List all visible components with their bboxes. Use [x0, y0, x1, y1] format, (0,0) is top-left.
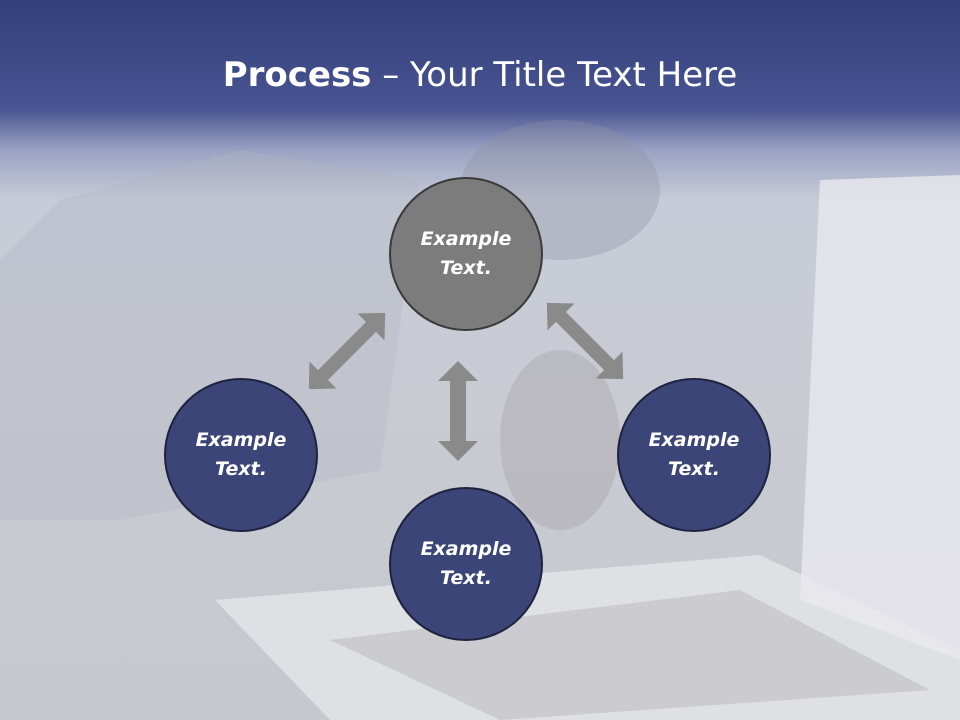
process-node-right: Example Text. [617, 378, 771, 532]
process-node-top: Example Text. [389, 177, 543, 331]
title-bold: Process [222, 55, 372, 95]
node-left-line1: Example [195, 429, 287, 451]
double-arrow-vertical [438, 361, 478, 461]
process-node-left: Example Text. [164, 378, 318, 532]
slide-title: Process – Your Title Text Here [0, 52, 960, 98]
node-right-line1: Example [648, 429, 740, 451]
node-right-line2: Text. [668, 458, 720, 480]
node-bottom-line1: Example [420, 538, 512, 560]
node-top-line2: Text. [440, 257, 492, 279]
double-arrow-right [546, 302, 624, 380]
node-top-line1: Example [420, 228, 512, 250]
process-node-bottom: Example Text. [389, 487, 543, 641]
node-left-line2: Text. [215, 458, 267, 480]
node-bottom-line2: Text. [440, 567, 492, 589]
double-arrow-left [308, 312, 386, 390]
title-rest: – Your Title Text Here [371, 55, 738, 95]
